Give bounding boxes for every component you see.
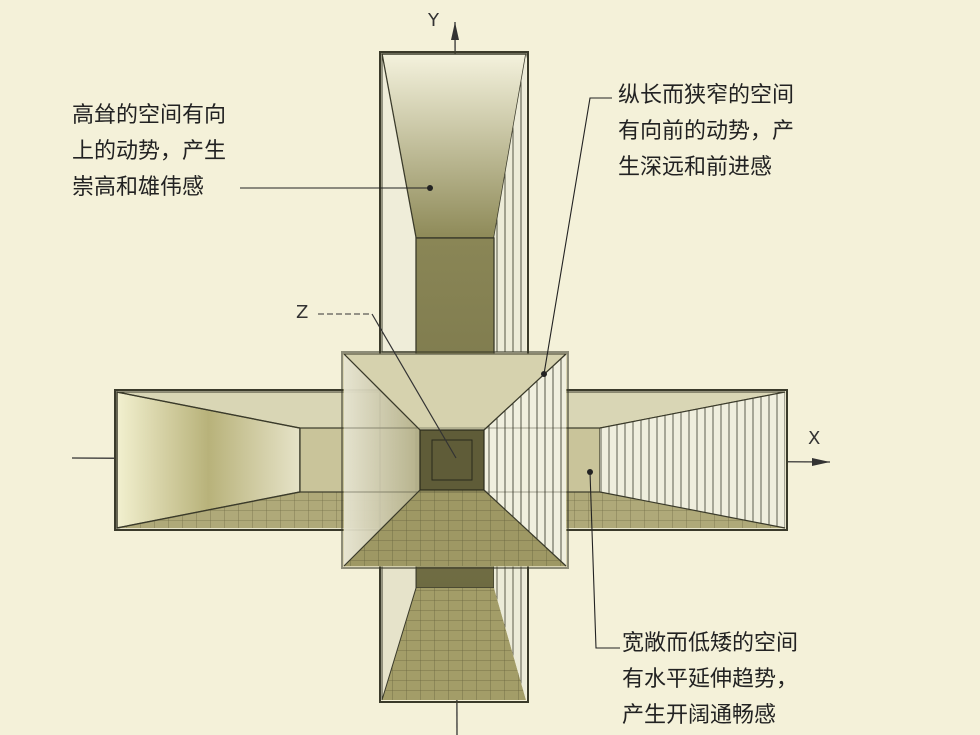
long-narrow-space — [341, 351, 569, 569]
leader-wide — [589, 471, 620, 649]
annotation-line: 纵长而狭窄的空间 — [618, 83, 795, 108]
leader-narrow-dot — [541, 371, 547, 377]
x-axis-label: X — [808, 428, 821, 449]
annotation-line: 有向前的动势，产 — [618, 119, 795, 144]
z-axis-diagonal — [371, 313, 457, 459]
x-axis-arrow — [812, 458, 830, 466]
y-axis-arrow — [451, 22, 459, 40]
annotation-long-narrow-space: 纵长而狭窄的空间 有向前的动势，产 生深远和前进感 — [618, 78, 794, 186]
z-axis-label: Z — [296, 302, 309, 323]
leader-wide-dot — [587, 469, 593, 475]
annotation-line: 有水平延伸趋势， — [622, 667, 799, 692]
annotation-line: 高耸的空间有向 — [72, 103, 227, 128]
annotation-wide-low-space: 宽敞而低矮的空间 有水平延伸趋势， 产生开阔通畅感 — [622, 626, 798, 734]
annotation-line: 产生开阔通畅感 — [622, 703, 777, 728]
leader-narrow — [543, 97, 612, 375]
annotation-tall-space: 高耸的空间有向 上的动势，产生 崇高和雄伟感 — [72, 98, 226, 206]
annotation-line: 崇高和雄伟感 — [72, 175, 205, 200]
annotation-line: 生深远和前进感 — [618, 155, 773, 180]
annotation-line: 上的动势，产生 — [72, 139, 227, 164]
annotation-line: 宽敞而低矮的空间 — [622, 631, 799, 656]
y-axis-label: Y — [428, 10, 439, 31]
leader-tall-dot — [427, 185, 433, 191]
